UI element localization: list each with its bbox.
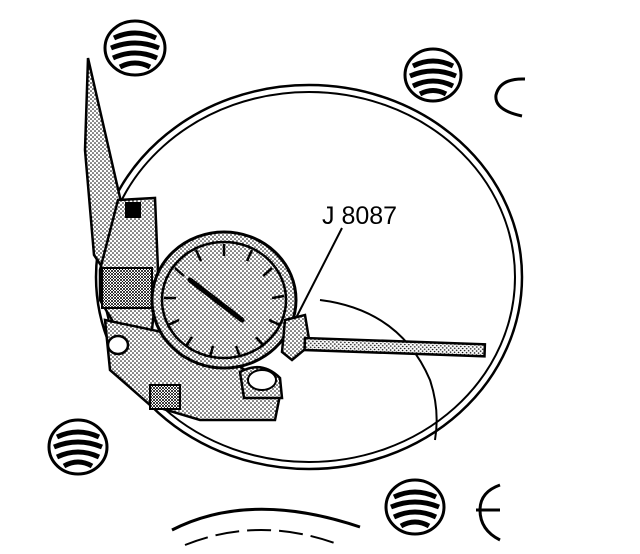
bolt-hole-bottom-left (47, 418, 109, 476)
tool-number-callout: J 8087 (322, 202, 397, 230)
indicator-plunger (280, 313, 487, 362)
indicator-body (98, 196, 284, 422)
partial-curve-bottom-right (476, 483, 501, 542)
partial-curve-top-right (494, 77, 526, 118)
bolt-hole-bottom-center (384, 478, 446, 536)
bolt-hole-top-right (403, 47, 463, 103)
partial-arc-bottom (171, 507, 361, 532)
dial-gauge (150, 230, 298, 370)
piston-inner-arc (319, 299, 438, 441)
dial-needle (187, 277, 245, 323)
dial-tick-marks (164, 244, 285, 358)
callout-leader-line (295, 227, 343, 319)
partial-arc-bottom-dashed (184, 529, 341, 546)
bolt-hole-top-left (103, 19, 167, 77)
